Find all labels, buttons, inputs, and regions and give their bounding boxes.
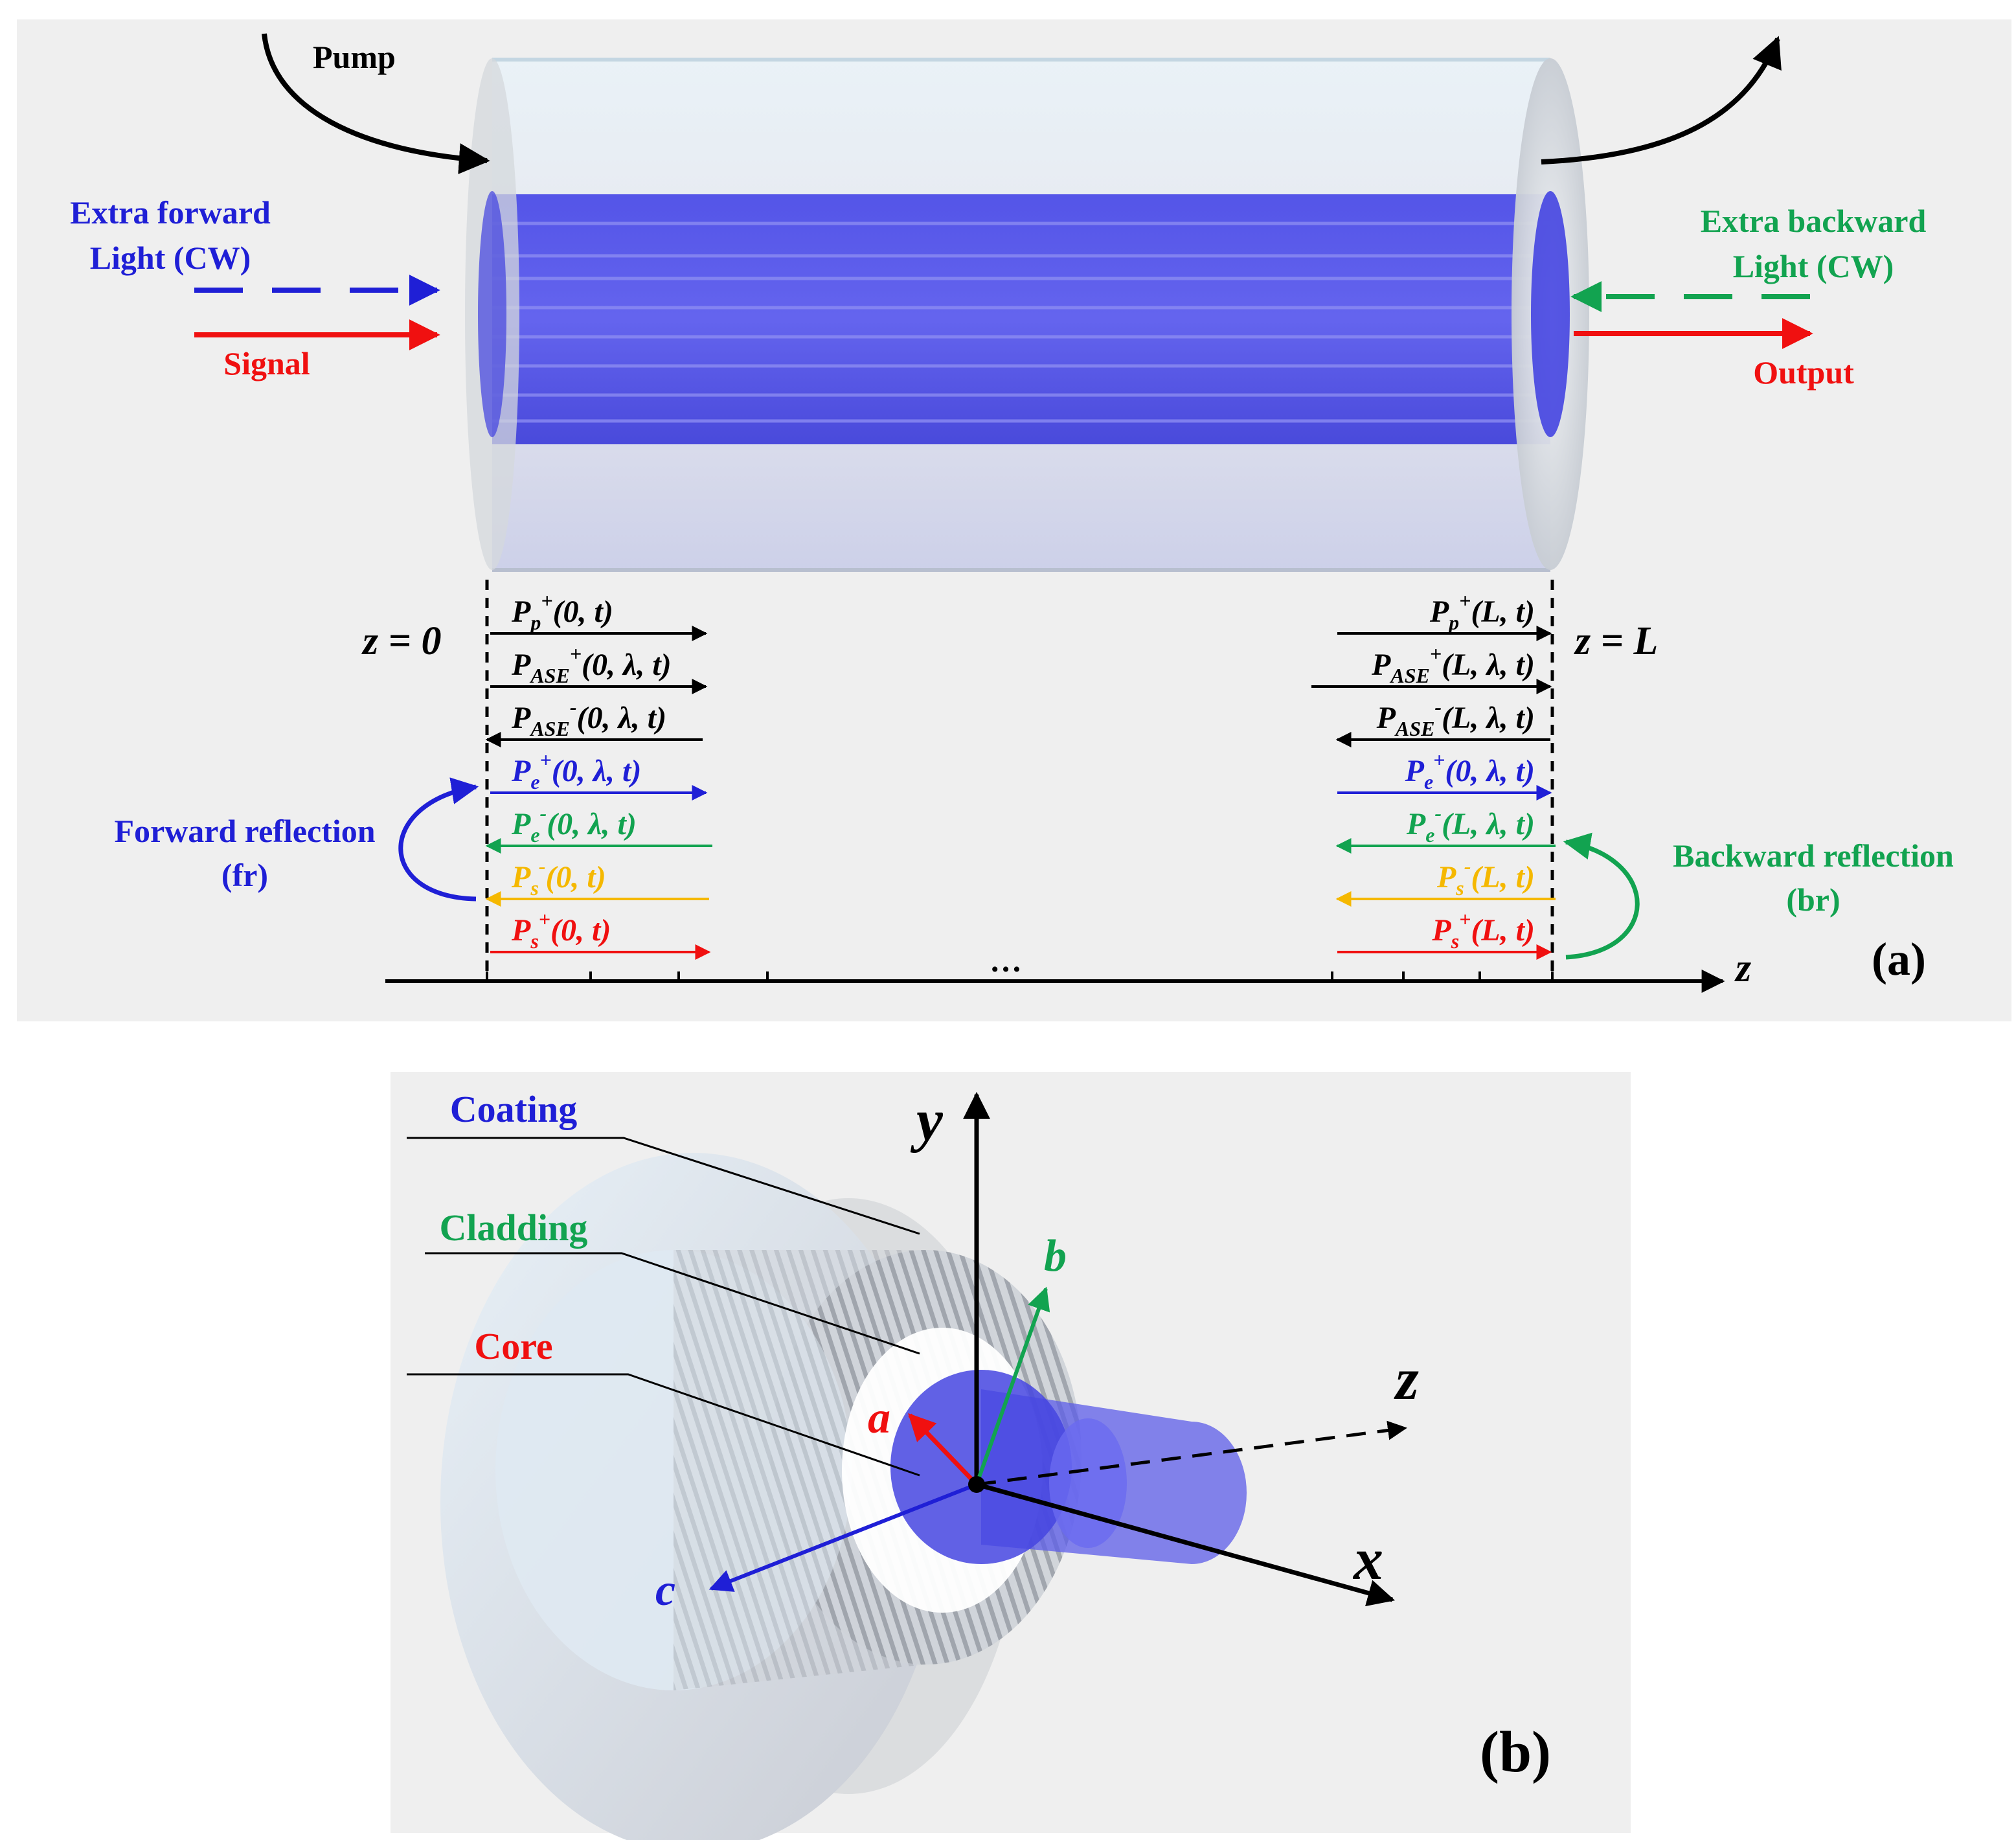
- backward-reflection-label-2: (br): [1786, 881, 1840, 918]
- right-term-label: Ps+(L, t): [1431, 907, 1535, 953]
- backward-reflection-label-1: Backward reflection: [1673, 837, 1954, 874]
- b-axis-label: b: [1044, 1231, 1067, 1281]
- left-term-label: Ps+(0, t): [511, 907, 611, 953]
- coordinate-axes: [708, 1091, 1407, 1607]
- b-axis: [975, 1286, 1050, 1486]
- signal-label: Signal: [223, 345, 310, 381]
- left-term-label: Ps-(0, t): [511, 854, 606, 900]
- forward-reflection-label-1: Forward reflection: [114, 813, 375, 849]
- x-axis: [976, 1482, 1396, 1607]
- core-striations: [492, 221, 1550, 423]
- left-term-label: PASE-(0, λ, t): [511, 695, 666, 740]
- right-term-label: Ps-(L, t): [1436, 854, 1535, 900]
- cladding-label: Cladding: [440, 1207, 588, 1249]
- a-axis: [908, 1413, 979, 1486]
- coating-label: Coating: [450, 1088, 578, 1130]
- left-term-label: Pe-(0, λ, t): [511, 801, 637, 846]
- extra-backward-label-1: Extra backward: [1701, 203, 1927, 239]
- left-term-label: PASE+(0, λ, t): [511, 642, 672, 687]
- forward-reflection-label-2: (fr): [221, 857, 268, 893]
- output-label: Output: [1753, 354, 1854, 391]
- core-body: [492, 194, 1550, 444]
- right-term-label: Pp+(L, t): [1429, 589, 1535, 634]
- left-term-label: Pp+(0, t): [511, 589, 613, 634]
- c-axis-label: c: [655, 1565, 675, 1615]
- pump-out-arrow: [1541, 36, 1782, 165]
- z-axis-b: [976, 1420, 1407, 1486]
- right-term-label: PASE+(L, λ, t): [1371, 642, 1535, 687]
- c-axis: [708, 1482, 978, 1592]
- pump-label: Pump: [313, 39, 396, 75]
- left-power-terms: [485, 626, 712, 960]
- fiber-cross-section: [440, 1153, 1247, 1840]
- core-leader: [407, 1373, 920, 1477]
- left-term-label: Pe+(0, λ, t): [511, 748, 641, 793]
- x-axis-label: x: [1352, 1526, 1383, 1592]
- panel-a-label: (a): [1872, 933, 1926, 985]
- fiber-cylinder: [465, 58, 1589, 572]
- z-axis: [385, 970, 1725, 993]
- zL-label: z = L: [1574, 619, 1658, 663]
- origin-dot: [968, 1476, 985, 1493]
- forward-reflection-arrow: [398, 777, 479, 902]
- axis-ellipsis: …: [990, 942, 1022, 979]
- extra-forward-label-1: Extra forward: [70, 194, 271, 231]
- backward-reflection-arrow: [1563, 832, 1640, 960]
- z0-label: z = 0: [361, 619, 441, 663]
- right-term-label: PASE-(L, λ, t): [1376, 695, 1535, 740]
- z-axis-label: z: [1734, 946, 1751, 990]
- panel-b-label: (b): [1480, 1720, 1551, 1784]
- power-term-labels: Pp+(0, t) PASE+(0, λ, t) PASE-(0, λ, t) Pe+…: [511, 589, 1535, 953]
- right-power-terms: [1311, 626, 1556, 960]
- cladding-leader: [425, 1252, 920, 1355]
- extra-backward-label-2: Light (CW): [1733, 248, 1894, 284]
- pump-in-arrow: [262, 33, 490, 175]
- core-label: Core: [474, 1325, 552, 1367]
- right-term-label: Pe-(L, λ, t): [1406, 801, 1535, 846]
- extra-forward-label-2: Light (CW): [90, 240, 251, 276]
- right-term-label: Pe+(0, λ, t): [1405, 748, 1535, 793]
- coating-leader: [407, 1137, 920, 1235]
- a-axis-label: a: [868, 1393, 890, 1443]
- z-axis-b-label: z: [1394, 1346, 1419, 1412]
